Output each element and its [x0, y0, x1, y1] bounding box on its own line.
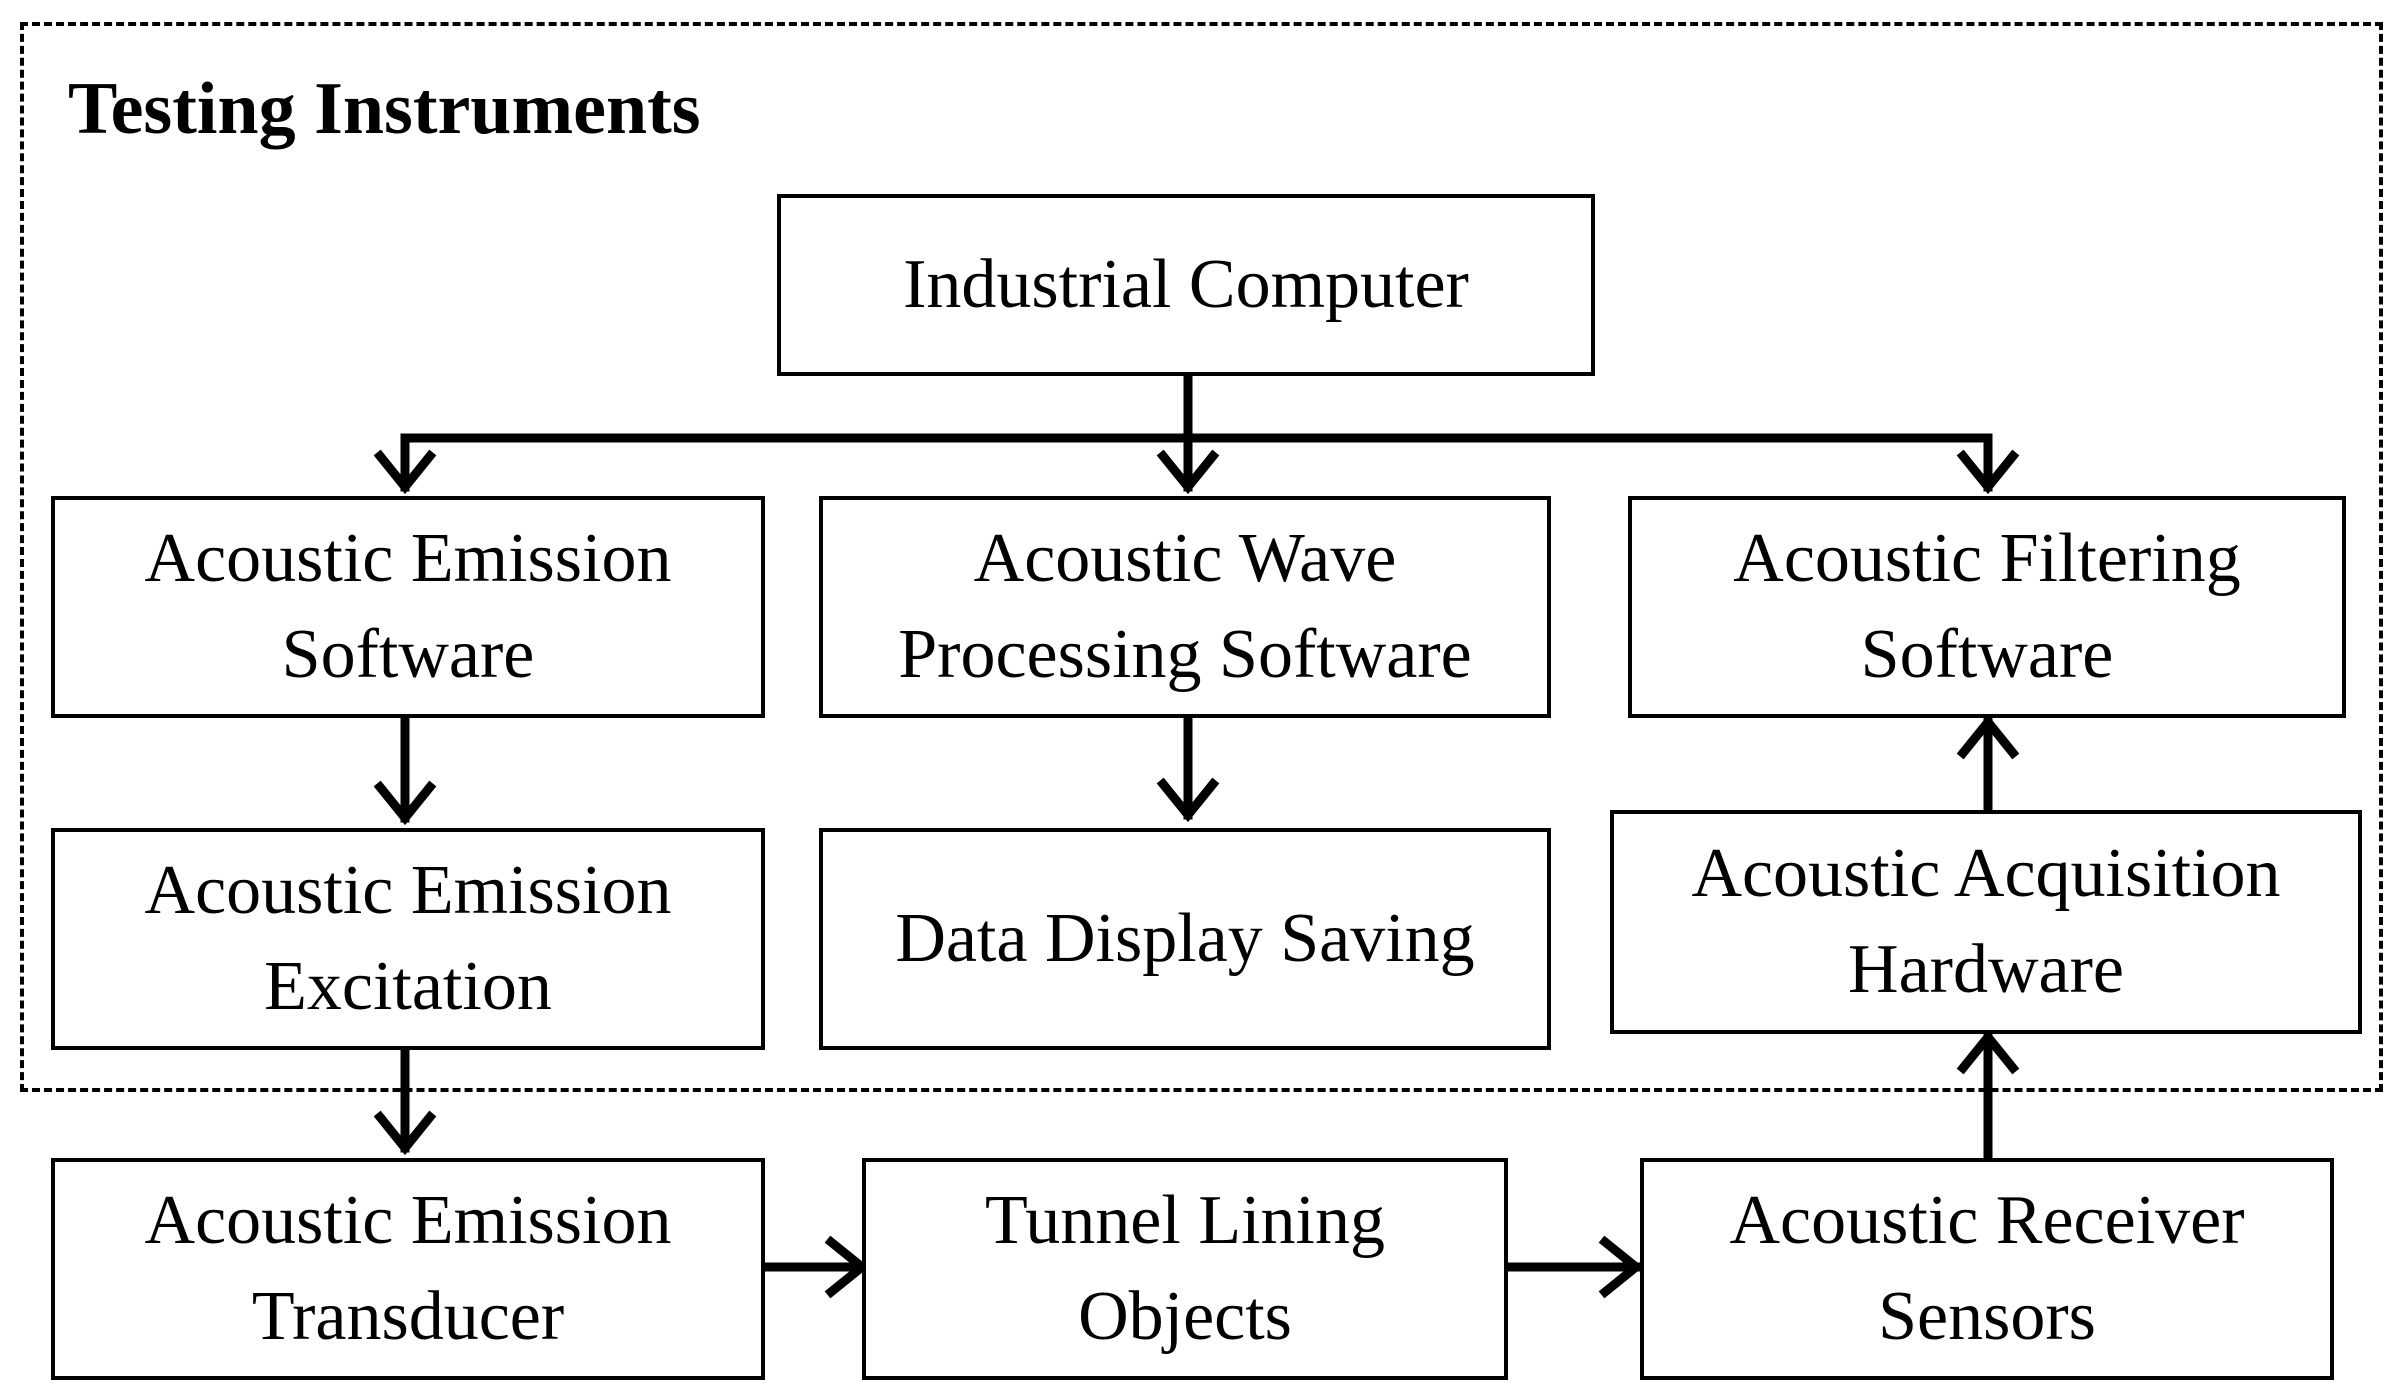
node-label-line-2: Transducer — [251, 1278, 565, 1355]
node-acoustic-emission-software: Acoustic Emission Software — [51, 496, 765, 718]
node-label-line-1: Acoustic Acquisition — [1691, 835, 2281, 912]
group-title: Testing Instruments — [68, 68, 701, 150]
node-label-line-1: Acoustic Receiver — [1729, 1182, 2245, 1259]
node-label-line-2: Software — [1860, 616, 2114, 693]
node-label-line-2: Objects — [1078, 1278, 1292, 1355]
node-label-line-1: Acoustic Filtering — [1733, 520, 2241, 597]
node-label: Data Display Saving — [895, 900, 1475, 977]
node-label-line-2: Sensors — [1878, 1278, 2096, 1355]
node-acoustic-emission-excitation: Acoustic Emission Excitation — [51, 828, 765, 1050]
node-label: Industrial Computer — [903, 246, 1469, 323]
arrowhead-to-transducer — [373, 1110, 437, 1156]
node-label-line-2: Hardware — [1848, 931, 2124, 1008]
node-label-line-1: Acoustic Emission — [144, 520, 672, 597]
node-acoustic-acquisition-hardware: Acoustic Acquisition Hardware — [1610, 810, 2362, 1034]
node-acoustic-emission-transducer: Acoustic Emission Transducer — [51, 1158, 765, 1380]
node-label-line-1: Acoustic Emission — [144, 1182, 672, 1259]
node-label-line-1: Acoustic Wave — [973, 520, 1397, 597]
node-label-line-1: Acoustic Emission — [144, 852, 672, 929]
arrowhead-to-receiver — [1598, 1235, 1644, 1299]
arrowhead-to-tunnel — [824, 1235, 870, 1299]
node-industrial-computer: Industrial Computer — [777, 194, 1595, 376]
node-label-line-2: Processing Software — [898, 616, 1472, 693]
node-acoustic-wave-processing-software: Acoustic Wave Processing Software — [819, 496, 1551, 718]
node-acoustic-filtering-software: Acoustic Filtering Software — [1628, 496, 2346, 718]
node-label-line-2: Software — [281, 616, 535, 693]
node-label-line-1: Tunnel Lining — [985, 1182, 1385, 1259]
node-tunnel-lining-objects: Tunnel Lining Objects — [862, 1158, 1508, 1380]
node-data-display-saving: Data Display Saving — [819, 828, 1551, 1050]
testing-instruments-group — [20, 22, 2383, 1092]
node-label-line-2: Excitation — [264, 948, 552, 1025]
node-acoustic-receiver-sensors: Acoustic Receiver Sensors — [1640, 1158, 2334, 1380]
